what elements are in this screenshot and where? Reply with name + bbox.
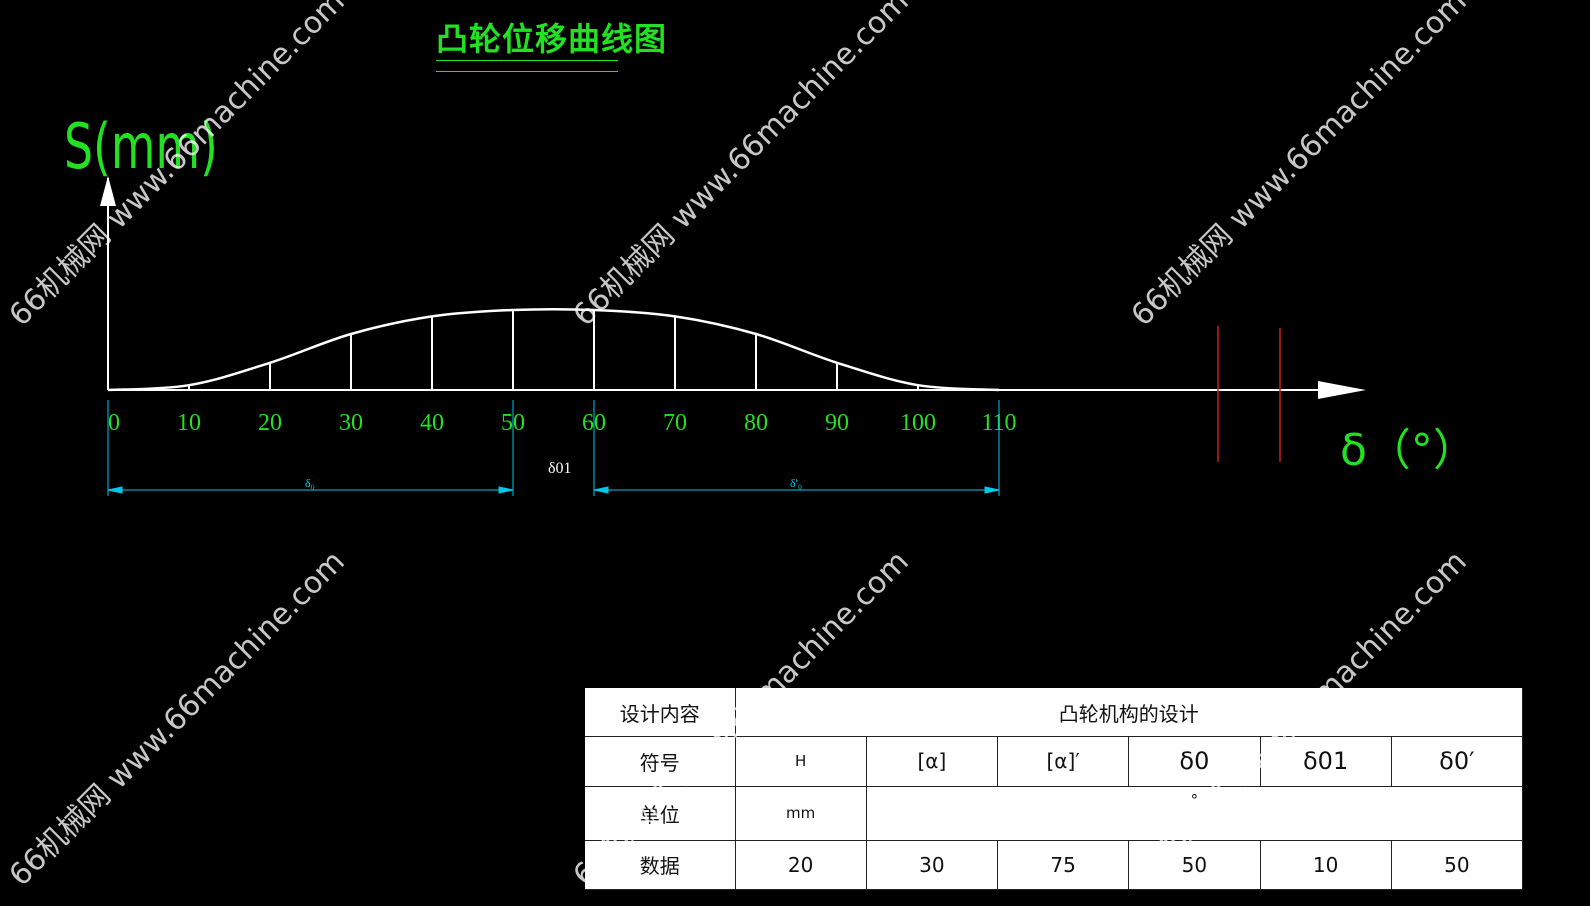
table-cell: 单位	[585, 785, 736, 841]
x-tick-label: 30	[339, 410, 363, 436]
delta01-label: δ01	[548, 460, 572, 477]
x-tick-label: 10	[177, 410, 201, 436]
dimension-delta0-prime	[593, 400, 1000, 496]
table-cell: δ01	[1259, 736, 1392, 787]
x-tick-label: 0	[108, 410, 120, 436]
x-tick-label: 90	[825, 410, 849, 436]
table-cell: H	[734, 736, 867, 787]
displacement-curve	[107, 307, 1000, 392]
table-cell: δ0′	[1390, 736, 1524, 787]
table-cell: [α]′	[996, 736, 1130, 787]
table-cell: 75	[996, 839, 1130, 891]
table-header-row: 设计内容 凸轮机构的设计	[585, 688, 1523, 738]
title-underline-bottom	[436, 71, 618, 72]
ordinate-lines	[188, 310, 919, 390]
x-axis-label: δ（°）	[1340, 425, 1477, 476]
x-tick-label: 100	[900, 410, 936, 436]
table-cell: 30	[865, 839, 999, 891]
table-cell: 设计内容	[585, 688, 736, 738]
page-title: 凸轮位移曲线图	[436, 20, 668, 58]
x-axis-arrow	[1318, 381, 1366, 399]
x-tick-label: 40	[420, 410, 444, 436]
table-cell: 凸轮机构的设计	[734, 688, 1523, 738]
table-cell: 50	[1390, 839, 1524, 891]
table-row: 符号 H [α] [α]′ δ0 δ01 δ0′	[585, 736, 1524, 787]
table-cell: δ0	[1128, 736, 1261, 787]
table-cell: 符号	[585, 736, 736, 787]
x-tick-label: 80	[744, 410, 768, 436]
table-cell: 20	[734, 839, 867, 891]
table-cell: °	[865, 785, 1524, 841]
table-cell: 10	[1259, 839, 1392, 891]
table-cell: [α]	[865, 736, 999, 787]
design-parameter-table: 设计内容 凸轮机构的设计 符号 H [α] [α]′ δ0 δ01 δ0′ 单位…	[585, 688, 1524, 891]
delta0-label: δ₀	[305, 476, 315, 490]
table-row: 单位 mm °	[585, 785, 1524, 841]
delta0-prime-label: δ'₀	[790, 476, 802, 490]
table-cell: 50	[1128, 839, 1261, 891]
x-tick-label: 70	[663, 410, 687, 436]
table-row: 数据 20 30 75 50 10 50	[585, 839, 1524, 891]
y-axis-label: S(mm)	[64, 110, 218, 183]
table-cell: mm	[734, 785, 867, 841]
table-cell: 数据	[585, 839, 736, 891]
y-axis-arrow	[100, 176, 116, 206]
title-underline-top	[436, 60, 618, 61]
x-tick-label: 20	[258, 410, 282, 436]
dimension-delta0	[107, 400, 514, 496]
